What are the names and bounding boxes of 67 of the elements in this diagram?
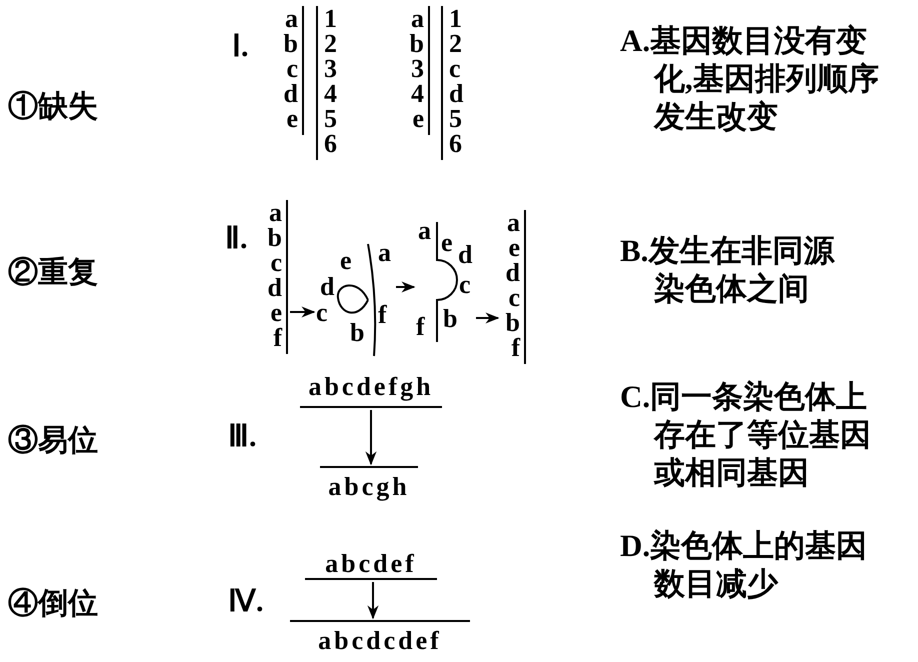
gene-letter: b xyxy=(506,310,520,335)
gene-letter: a xyxy=(378,240,391,265)
gene-letter: e xyxy=(286,106,298,131)
gene-letter: c xyxy=(449,56,461,81)
gene-letter: 2 xyxy=(449,31,462,56)
gene-letter: 2 xyxy=(324,31,337,56)
gene-letter: b xyxy=(410,31,424,56)
gene-letter: 6 xyxy=(449,131,462,156)
arrow xyxy=(290,306,316,318)
gene-letter: a xyxy=(411,6,424,31)
section-numeral: Ⅲ. xyxy=(228,419,256,454)
gene-letter: d xyxy=(284,81,298,106)
arrow xyxy=(365,410,377,466)
chromosome-segment: abcdcdef xyxy=(290,620,470,660)
chromosome-segment: abcgh xyxy=(320,466,418,506)
chromosome-segment: abcdefgh xyxy=(300,368,442,408)
description-text: D.染色体上的基因数目减少 xyxy=(620,527,868,603)
mutation-type-label: ②重复 xyxy=(8,255,98,291)
gene-letter: f xyxy=(378,302,387,327)
gene-letter: d xyxy=(449,81,464,106)
gene-letter: a xyxy=(269,200,282,225)
gene-letter: 4 xyxy=(324,81,337,106)
chromosome-segment: abcdef xyxy=(305,550,437,580)
gene-letter: c xyxy=(459,272,471,297)
gene-letter: e xyxy=(441,230,453,255)
gene-letter: b xyxy=(268,225,282,250)
gene-letter: 5 xyxy=(324,106,337,131)
gene-letter: 1 xyxy=(449,6,462,31)
gene-letter: a xyxy=(285,6,298,31)
arrow xyxy=(367,582,379,620)
gene-letter: d xyxy=(320,274,334,299)
gene-letter: e xyxy=(412,106,424,131)
section-numeral: Ⅱ. xyxy=(225,221,248,256)
gene-letter: 3 xyxy=(411,56,424,81)
description-text: A.基因数目没有变化,基因排列顺序发生改变 xyxy=(620,22,880,136)
gene-letter: f xyxy=(511,335,520,360)
gene-letter: b xyxy=(443,306,458,331)
gene-letter: e xyxy=(508,235,520,260)
gene-letter: c xyxy=(286,56,298,81)
section-numeral: Ⅰ. xyxy=(232,29,248,64)
gene-letter: e xyxy=(270,300,282,325)
arrow xyxy=(396,281,416,293)
mutation-type-label: ④倒位 xyxy=(8,586,98,622)
description-text: C.同一条染色体上存在了等位基因或相同基因 xyxy=(620,378,872,492)
mutation-type-label: ③易位 xyxy=(8,423,98,459)
description-text: B.发生在非同源染色体之间 xyxy=(620,232,836,308)
gene-letter: a xyxy=(507,210,520,235)
gene-letter: 6 xyxy=(324,131,337,156)
gene-letter: d xyxy=(506,260,520,285)
gene-letter: 4 xyxy=(411,81,424,106)
gene-letter: c xyxy=(316,300,328,325)
gene-letter: d xyxy=(458,242,472,267)
gene-letter: b xyxy=(350,320,364,345)
gene-letter: f xyxy=(416,314,425,339)
gene-letter: e xyxy=(340,248,352,273)
gene-letter: 1 xyxy=(324,6,337,31)
gene-letter: c xyxy=(270,250,282,275)
gene-letter: c xyxy=(508,285,520,310)
gene-letter: d xyxy=(268,275,282,300)
arrow xyxy=(476,312,500,324)
mutation-type-label: ①缺失 xyxy=(8,89,98,125)
gene-letter: f xyxy=(273,325,282,350)
section-numeral: Ⅳ. xyxy=(228,584,264,619)
gene-letter: 5 xyxy=(449,106,462,131)
gene-letter: a xyxy=(418,218,431,243)
gene-letter: b xyxy=(284,31,298,56)
gene-letter: 3 xyxy=(324,56,337,81)
